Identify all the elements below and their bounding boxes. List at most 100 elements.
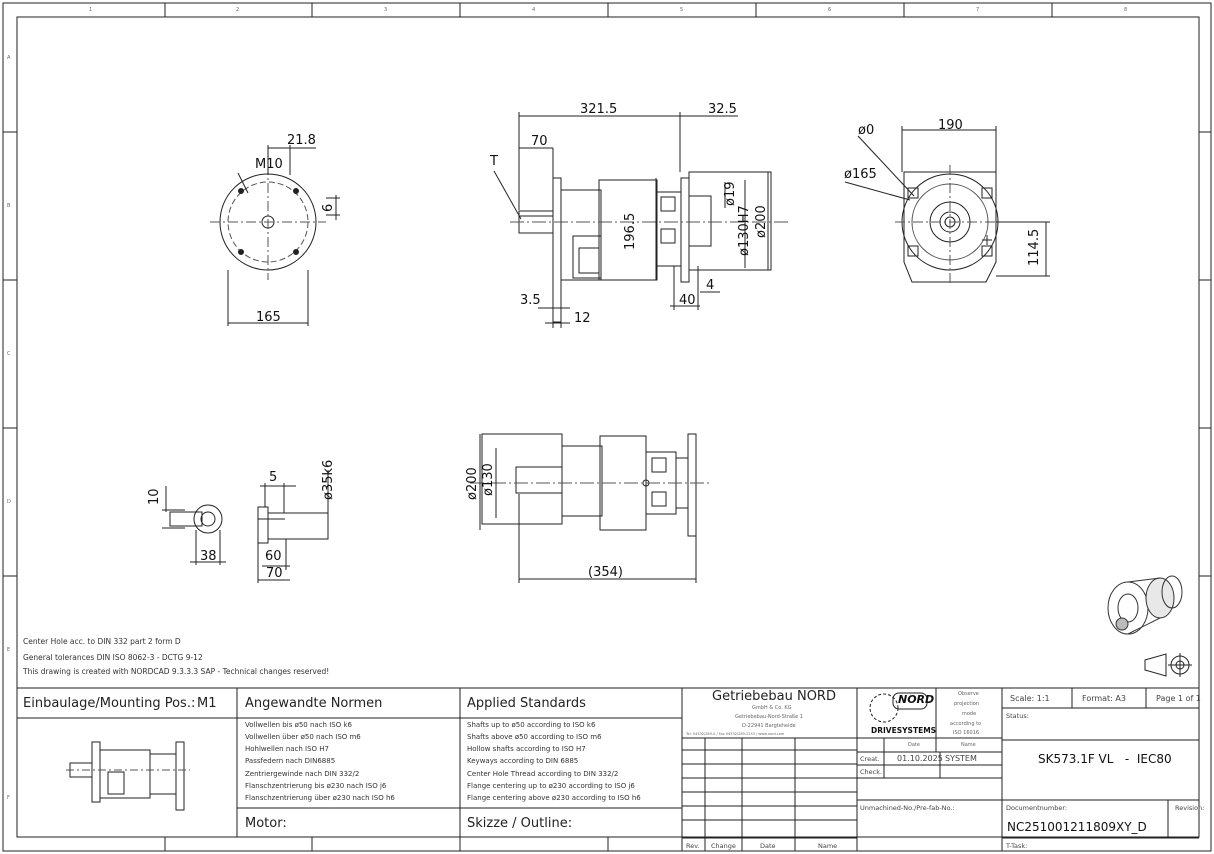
dim-4: 4 bbox=[706, 278, 715, 293]
company-name: Getriebebau NORD bbox=[712, 689, 836, 704]
company-line: Tel. 04532/289-0 / Fax 04532/289-2253 / … bbox=[686, 732, 785, 736]
dim-40: 40 bbox=[679, 293, 696, 308]
dim-70-top: 70 bbox=[531, 134, 548, 149]
zone-col-2: 2 bbox=[236, 7, 240, 13]
dim-165: 165 bbox=[256, 310, 281, 325]
revision-label: Revision: bbox=[1175, 804, 1205, 812]
zone-col-5: 5 bbox=[680, 7, 684, 13]
standard-item: Flange centering up to ø230 according to… bbox=[467, 782, 635, 790]
format-label: Format: A3 bbox=[1082, 694, 1126, 703]
note-nordcad: This drawing is created with NORDCAD 9.3… bbox=[23, 667, 330, 676]
dim-d165: ø165 bbox=[844, 167, 877, 182]
zone-row-a: A bbox=[7, 55, 11, 61]
dim-354: (354) bbox=[588, 565, 623, 580]
creat-name: SYSTEM bbox=[945, 754, 977, 763]
note-tolerances: General tolerances DIN ISO 8062-3 - DCTG… bbox=[23, 653, 203, 662]
dim-32-5: 32.5 bbox=[708, 102, 737, 117]
dim-38: 38 bbox=[200, 549, 217, 564]
view-side-bottom bbox=[470, 433, 710, 583]
zone-row-d: D bbox=[7, 499, 11, 505]
zone-col-7: 7 bbox=[976, 7, 980, 13]
company-line: GmbH & Co. KG bbox=[752, 705, 792, 711]
norm-item: Flanschzentrierung über ø230 nach ISO h6 bbox=[245, 794, 395, 802]
note-center-hole: Center Hole acc. to DIN 332 part 2 form … bbox=[23, 637, 181, 646]
view-side-top bbox=[493, 112, 790, 328]
observe-line: Observe bbox=[958, 691, 979, 697]
norm-item: Vollwellen über ø50 nach ISO m6 bbox=[245, 733, 361, 741]
observe-line: ISO 16016 bbox=[953, 730, 980, 736]
nord-logo bbox=[869, 692, 928, 723]
standard-item: Shafts up to ø50 according to ISO k6 bbox=[467, 721, 596, 729]
zone-col-6: 6 bbox=[828, 7, 832, 13]
rev-col: Rev. bbox=[686, 842, 700, 850]
dim-21-8: 21.8 bbox=[287, 133, 316, 148]
view-shaft-detail bbox=[162, 470, 329, 583]
zone-col-1: 1 bbox=[89, 7, 93, 13]
zone-row-e: E bbox=[7, 647, 11, 653]
dim-d200: ø200 bbox=[754, 205, 769, 238]
dim-190: 190 bbox=[938, 118, 963, 133]
dim-12: 12 bbox=[574, 311, 591, 326]
mounting-thumbnail bbox=[66, 741, 190, 811]
docnum-label: Documentnumber: bbox=[1006, 804, 1068, 812]
dim-6: 6 bbox=[321, 203, 336, 212]
norm-item: Hohlwellen nach ISO H7 bbox=[245, 745, 330, 753]
creat-label: Creat. bbox=[860, 755, 880, 763]
dim-321-5: 321.5 bbox=[580, 102, 618, 117]
zone-col-8: 8 bbox=[1124, 7, 1128, 13]
observe-line: mode bbox=[962, 711, 977, 717]
motor-label: Motor: bbox=[245, 816, 287, 831]
view-end-right bbox=[844, 126, 1050, 285]
view-front-flange bbox=[210, 145, 340, 326]
norm-item: Flanschzentrierung bis ø230 nach ISO j6 bbox=[245, 782, 387, 790]
norm-item: Passfedern nach DIN6885 bbox=[245, 757, 336, 765]
check-label: Check. bbox=[860, 768, 883, 776]
status-label: Status: bbox=[1006, 712, 1029, 720]
page-label: Page 1 of 1 bbox=[1156, 694, 1201, 703]
date-header: Date bbox=[908, 742, 920, 748]
dim-10: 10 bbox=[147, 488, 162, 505]
document-number: NC251001211809XY_D bbox=[1007, 820, 1147, 834]
mounting-label: Einbaulage/Mounting Pos.: bbox=[23, 696, 196, 711]
standard-item: Shafts above ø50 according to ISO m6 bbox=[467, 733, 602, 741]
creat-date: 01.10.2025 bbox=[897, 754, 943, 763]
standard-item: Hollow shafts according to ISO H7 bbox=[467, 745, 586, 753]
standard-item: Center Hole Thread according to DIN 332/… bbox=[467, 770, 619, 778]
title-block-frame bbox=[17, 687, 1199, 851]
zone-col-4: 4 bbox=[532, 7, 536, 13]
observe-line: according to bbox=[950, 721, 982, 727]
scale-label: Scale: 1:1 bbox=[1010, 694, 1050, 703]
dim-196-5: 196.5 bbox=[623, 212, 638, 250]
nord-logo-text: NORD bbox=[898, 693, 935, 706]
norms-title: Angewandte Normen bbox=[245, 696, 383, 711]
observe-line: projection bbox=[954, 701, 979, 707]
norm-item: Vollwellen bis ø50 nach ISO k6 bbox=[245, 721, 352, 729]
dim-d130-bottom: ø130 bbox=[481, 463, 496, 496]
t-task-label: T-Task: bbox=[1006, 842, 1028, 850]
dim-5: 5 bbox=[269, 470, 278, 485]
standards-title: Applied Standards bbox=[467, 696, 586, 711]
projection-symbol bbox=[1144, 653, 1192, 677]
dim-d200-bottom: ø200 bbox=[465, 467, 480, 500]
norm-item: Zentriergewinde nach DIN 332/2 bbox=[245, 770, 360, 778]
standard-item: Flange centering above ø230 according to… bbox=[467, 794, 641, 802]
zone-row-f: F bbox=[7, 795, 10, 801]
zone-row-c: C bbox=[7, 351, 11, 357]
dim-70-bottom: 70 bbox=[266, 566, 283, 581]
company-line: D-22941 Bargteheide bbox=[742, 723, 796, 729]
dim-d0: ø0 bbox=[858, 123, 875, 138]
change-col: Change bbox=[711, 842, 736, 850]
sketch-label: Skizze / Outline: bbox=[467, 816, 573, 831]
standard-item: Keyways according to DIN 6885 bbox=[467, 757, 579, 765]
name-col: Name bbox=[818, 842, 838, 850]
date-col: Date bbox=[760, 842, 776, 850]
zone-row-b: B bbox=[7, 203, 11, 209]
dim-d35k6: ø35k6 bbox=[321, 459, 336, 500]
dim-d130h7: ø130H7 bbox=[737, 205, 752, 256]
mounting-value: M1 bbox=[197, 696, 217, 711]
preview-3d bbox=[1107, 575, 1183, 635]
unmachined-label: Unmachined-No./Pre-fab-No.: bbox=[860, 804, 955, 812]
dim-3-5: 3.5 bbox=[520, 293, 541, 308]
